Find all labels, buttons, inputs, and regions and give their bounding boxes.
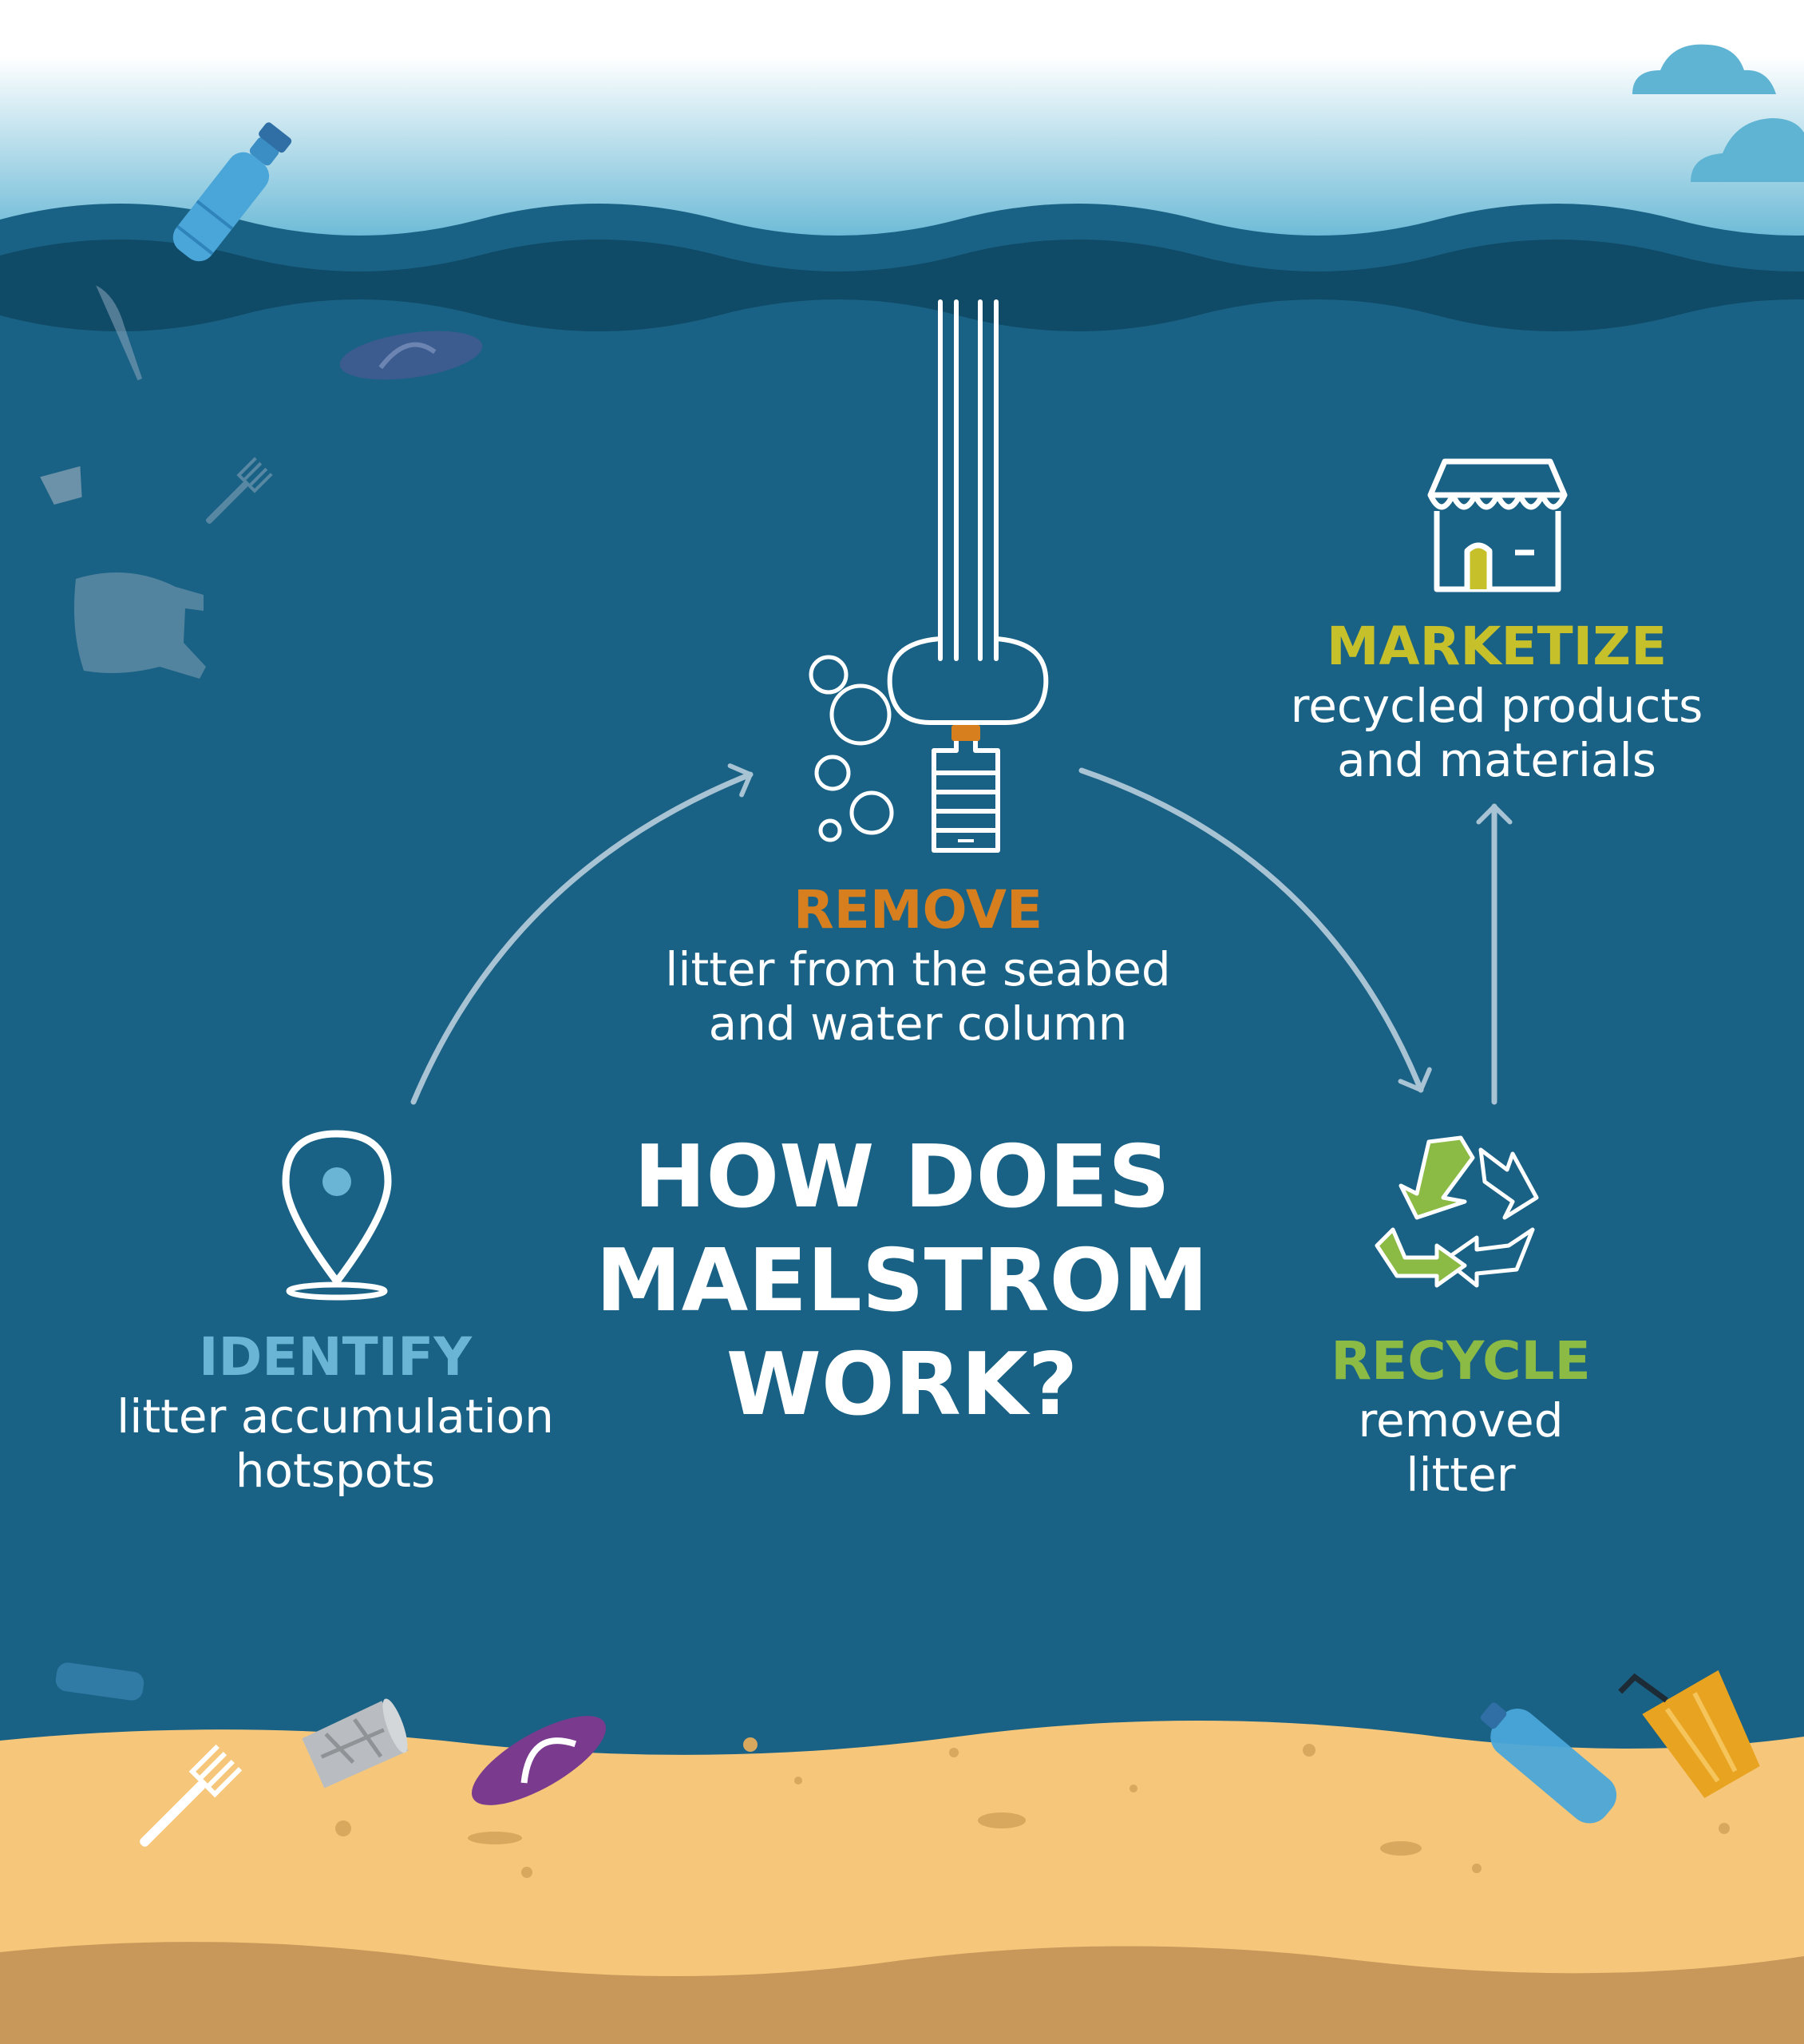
recycle-heading: RECYCLE <box>1331 1330 1591 1392</box>
blue-bottle-icon <box>1480 1702 1617 1824</box>
cloud-icon <box>1632 44 1804 182</box>
plastic-bottle-icon <box>172 122 292 262</box>
bottle-icon <box>932 725 1000 853</box>
marketize-heading: MARKETIZE <box>1326 616 1668 677</box>
remove-heading: REMOVE <box>793 879 1043 941</box>
recycle-line-2: litter <box>1406 1448 1516 1502</box>
cup-icon <box>40 465 82 505</box>
title-line-2: MAELSTROM <box>595 1231 1209 1331</box>
step-identify: IDENTIFY litter accumulation hotspots <box>48 1325 623 1498</box>
fork-icon <box>205 457 273 525</box>
identify-line-2: hotspots <box>235 1444 436 1498</box>
sand-dark <box>0 1942 1804 2044</box>
location-pin-icon <box>282 1130 392 1301</box>
step-marketize: MARKETIZE recycled products and material… <box>1221 615 1772 787</box>
suction-pipe-icon <box>887 299 1049 725</box>
identify-heading: IDENTIFY <box>198 1326 473 1388</box>
wave-dark <box>0 240 1804 331</box>
seabed-bottle-icon <box>55 1662 144 1701</box>
plastic-bag-icon <box>73 572 206 679</box>
orange-cup-icon <box>1618 1670 1760 1798</box>
title-line-3: WORK? <box>726 1335 1078 1435</box>
crushed-can-icon <box>302 1698 409 1788</box>
arrow-remove-to-recycle <box>1078 767 1432 1093</box>
title-line-1: HOW DOES <box>634 1127 1170 1227</box>
remove-line-1: litter from the seabed <box>665 942 1171 996</box>
remove-line-2: and water column <box>708 996 1128 1051</box>
main-title: HOW DOES MAELSTROM WORK? <box>503 1126 1301 1437</box>
bubbles-icon <box>809 655 894 842</box>
purple-sandal-icon <box>471 1716 607 1805</box>
arrow-identify-to-remove <box>410 763 754 1105</box>
sandal-icon <box>339 331 483 380</box>
sand-dots <box>335 1737 1730 1878</box>
marketize-line-1: recycled products <box>1290 679 1703 733</box>
step-remove: REMOVE litter from the seabed and water … <box>559 878 1277 1051</box>
recycle-icon <box>1375 1135 1539 1288</box>
identify-line-1: litter accumulation <box>117 1389 554 1444</box>
step-recycle: RECYCLE removed litter <box>1261 1329 1660 1502</box>
knife-icon <box>96 285 143 381</box>
white-fork-icon <box>140 1744 243 1847</box>
marketize-line-2: and materials <box>1337 733 1656 787</box>
recycle-line-1: removed <box>1358 1393 1564 1448</box>
shop-icon <box>1427 458 1568 592</box>
